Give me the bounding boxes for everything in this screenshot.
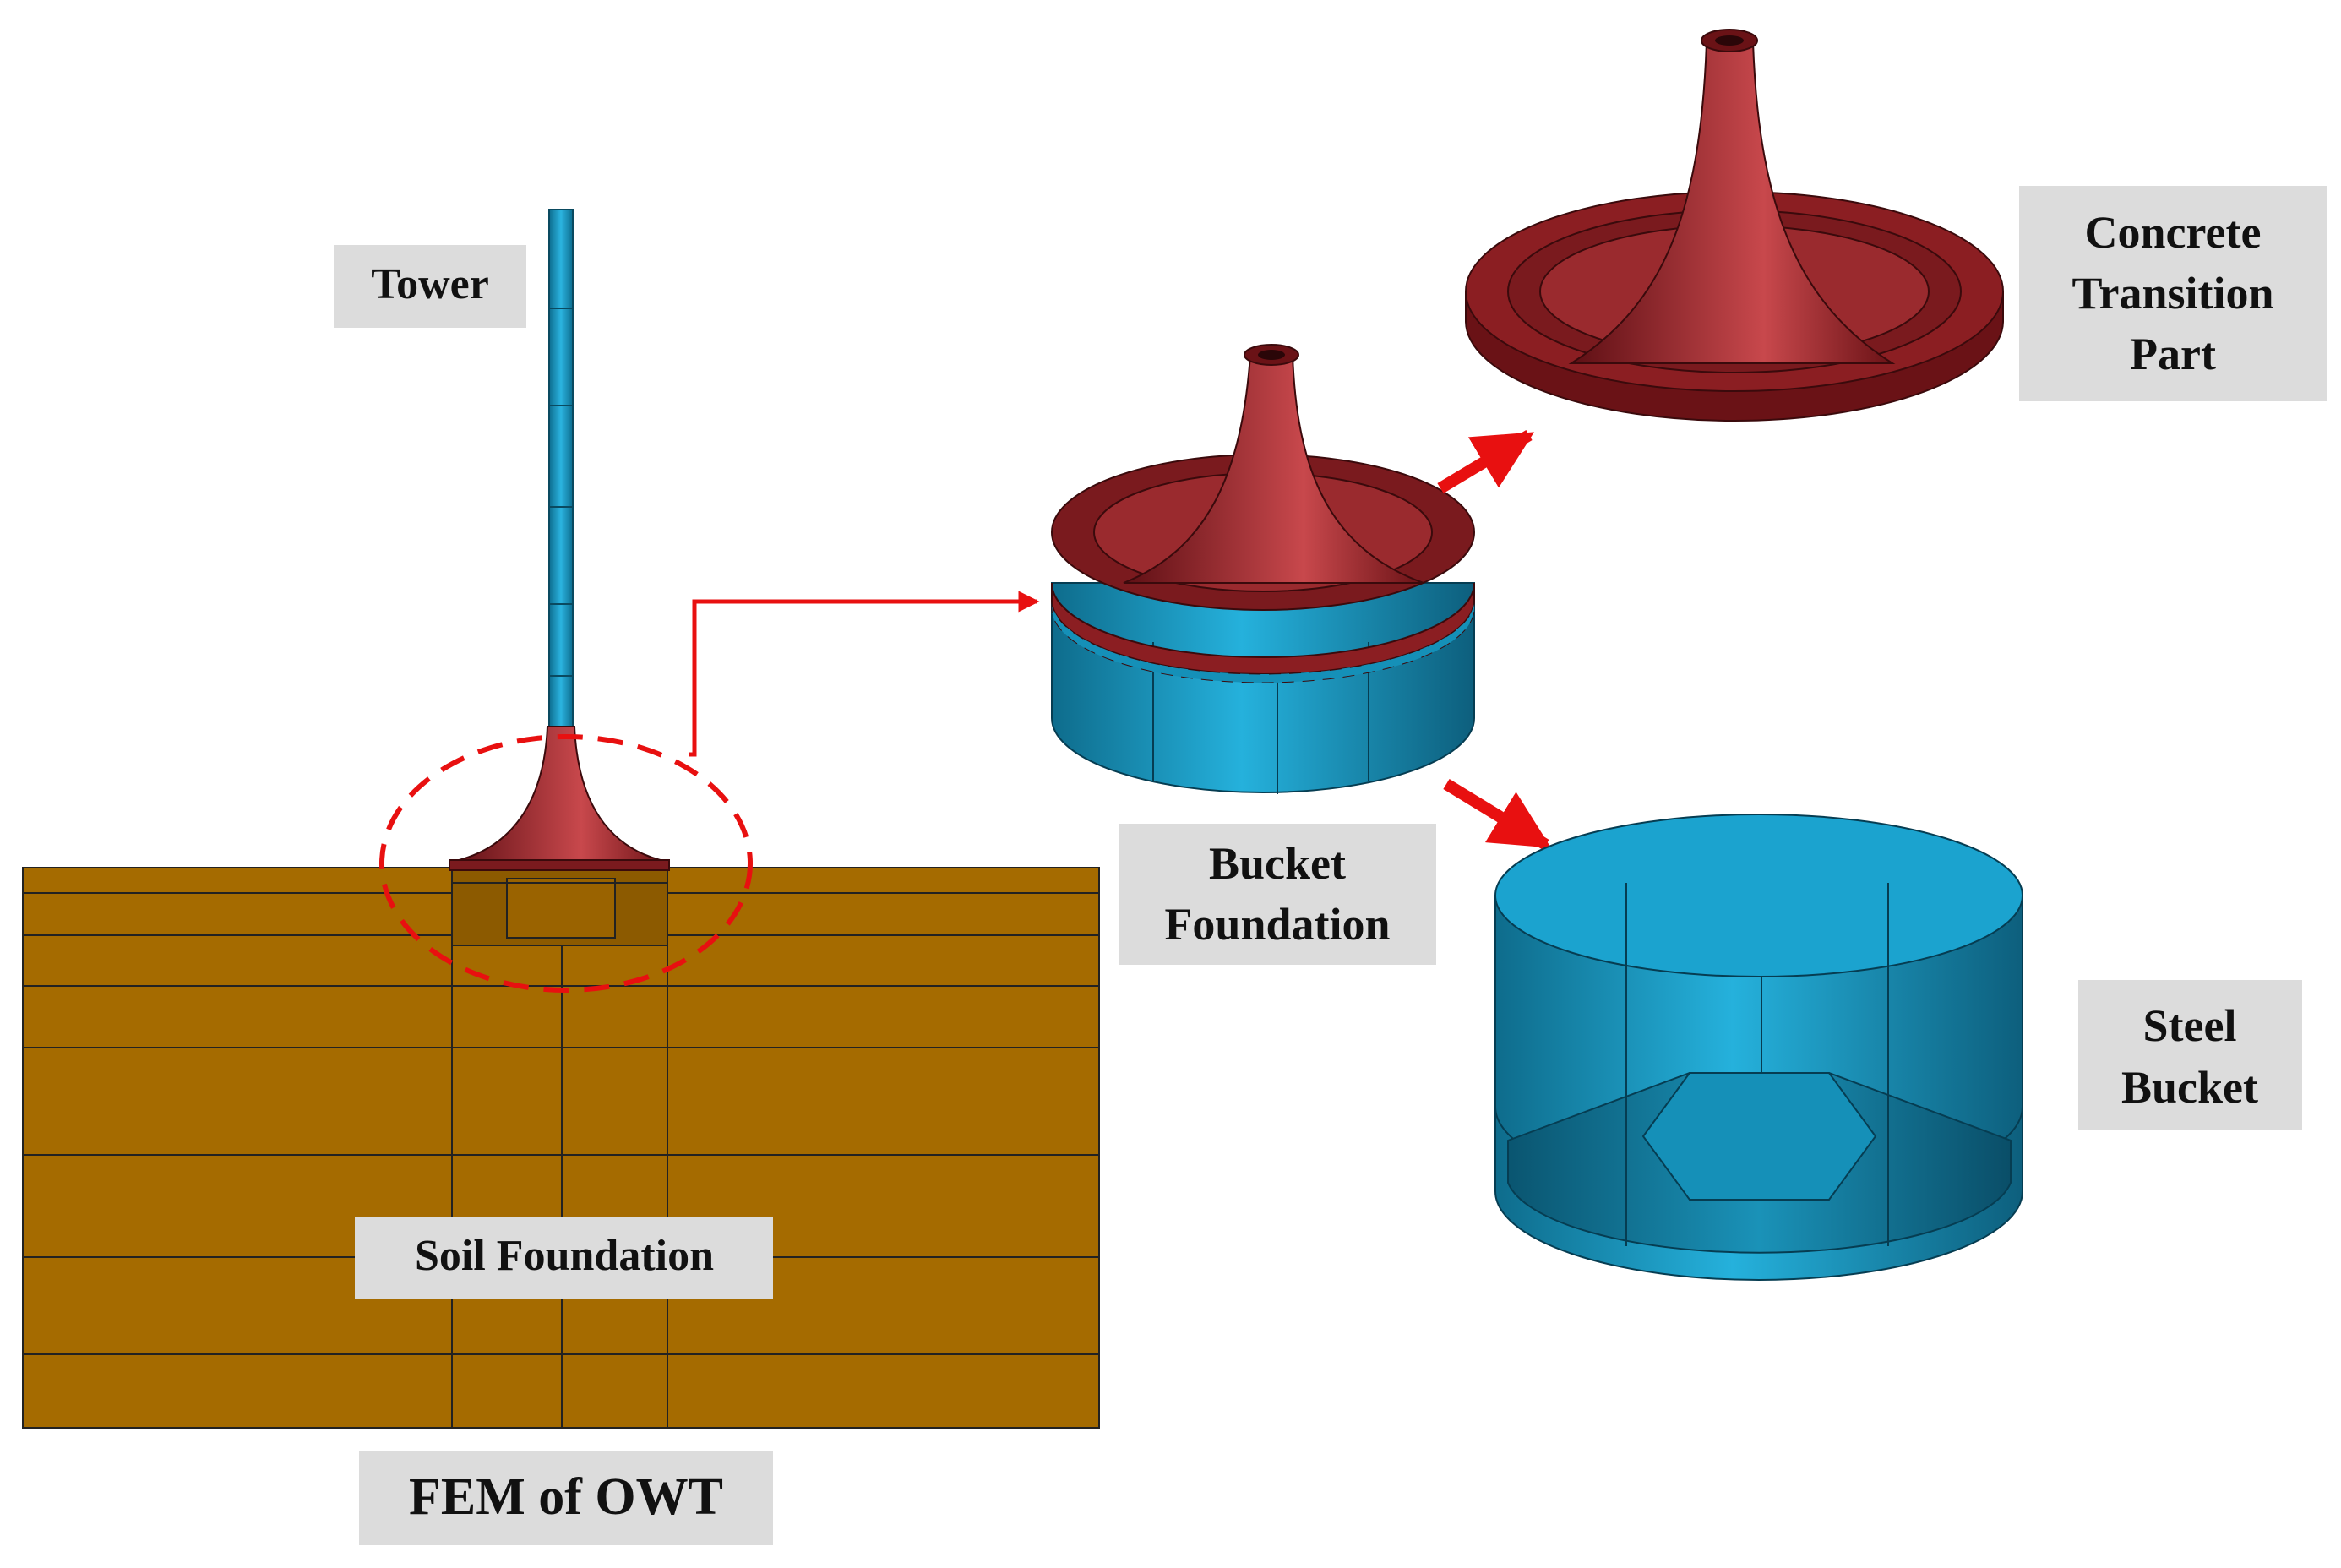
connector-arrow <box>689 591 1040 757</box>
label-fem: FEM of OWT <box>359 1451 773 1545</box>
label-tower: Tower <box>334 245 526 328</box>
label-fem-text: FEM of OWT <box>409 1468 723 1526</box>
highlight-ellipse <box>379 734 753 993</box>
label-steel-bucket-line1: Steel <box>2143 1000 2237 1051</box>
arrow-to-transition <box>1437 429 1535 494</box>
label-steel-bucket: Steel Bucket <box>2078 980 2302 1130</box>
label-transition-line1: Concrete <box>2085 207 2262 258</box>
label-tower-text: Tower <box>371 260 489 308</box>
bucket-foundation-cone <box>1123 354 1424 584</box>
label-soil-text: Soil Foundation <box>415 1232 714 1280</box>
label-soil-foundation: Soil Foundation <box>355 1217 773 1299</box>
label-bucket-foundation: Bucket Foundation <box>1119 824 1436 965</box>
tower-transition-cone <box>451 726 668 863</box>
transition-cone <box>1568 41 1896 364</box>
embedded-bucket <box>451 867 668 946</box>
tower-model <box>449 209 670 871</box>
label-concrete-transition: Concrete Transition Part <box>2019 186 2327 401</box>
arrow-to-steel-bucket <box>1443 779 1551 850</box>
label-transition-line2: Transition <box>2072 268 2273 318</box>
steel-bucket-model <box>1494 814 2023 1281</box>
label-bucket-foundation-line2: Foundation <box>1164 899 1390 950</box>
label-transition-line3: Part <box>2130 329 2216 379</box>
bucket-foundation-steel <box>1051 582 1475 793</box>
concrete-transition-model <box>1465 29 2004 422</box>
steel-bucket-top <box>1494 814 2023 977</box>
soil-foundation-model <box>22 867 1100 1429</box>
bucket-foundation-model <box>1051 344 1475 794</box>
tower-shaft <box>548 209 574 727</box>
label-bucket-foundation-line1: Bucket <box>1209 838 1346 889</box>
label-steel-bucket-line2: Bucket <box>2121 1062 2258 1113</box>
steel-bucket-inner-plate <box>1641 1072 1877 1200</box>
